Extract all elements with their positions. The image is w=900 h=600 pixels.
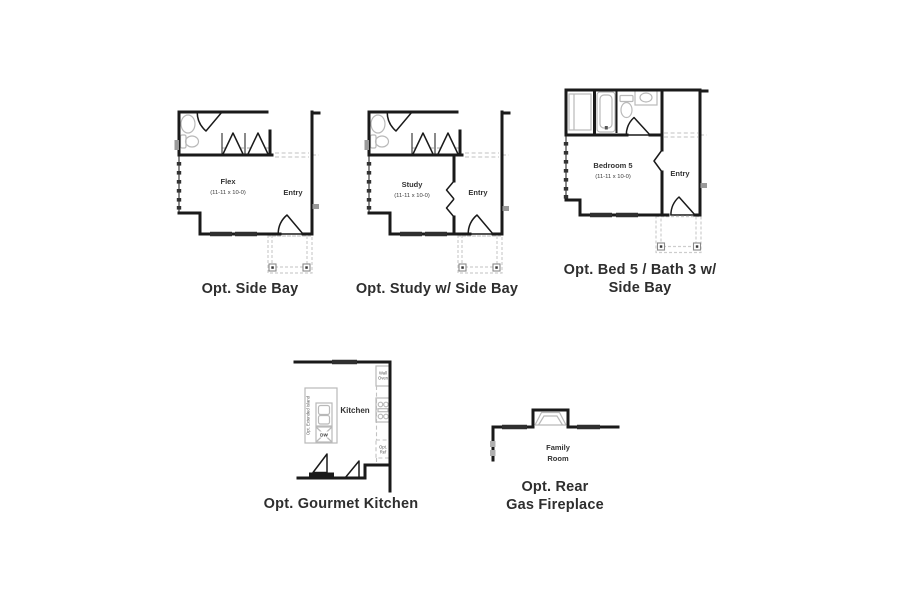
room-label: Study [402,180,424,189]
sink-fixture [180,114,196,134]
caption-opt-side-bay: Opt. Side Bay [201,281,299,297]
toilet-bowl [374,135,390,148]
exterior-walls [564,88,709,217]
dishwasher-label: DW [320,433,328,438]
opt-ref-label: Opt. [379,445,387,450]
floorplan-opt-side-bay: Flex (11-11 x 10-0) Entry [174,110,321,274]
bathtub-inner [599,94,613,129]
floorplan-opt-bed5-bath3: Bedroom 5 (11-11 x 10-0) Entry [563,88,709,254]
exterior-walls [367,110,511,236]
bay-window-mullions [176,162,182,210]
bathtub-fixture [596,91,616,133]
exterior-walls [177,110,321,236]
opt-ref-label: Ref [380,450,387,455]
porch [267,235,313,274]
front-door-swing [277,214,304,235]
dishwasher [315,426,333,443]
floorplan-opt-gourmet-kitchen: Wall Oven Opt. Ref Opt. Extended Island … [293,359,392,493]
floorplan-opt-rear-gas-fireplace: Family Room [490,408,620,463]
caption-line: Gas Fireplace [506,497,604,513]
room-label: Flex [220,177,236,186]
fireplace-bumpout [531,408,570,429]
porch [457,235,503,274]
bay-window-mullions [366,162,372,210]
island-label: Opt. Extended Island [306,395,311,435]
caption-opt-study-side-bay: Opt. Study w/ Side Bay [355,281,519,297]
exterior-walls [293,360,392,493]
porch [655,215,702,254]
island-sink [315,402,333,427]
closet-walls [411,133,436,155]
corner-door-swing [344,460,360,479]
entry-label: Entry [283,188,303,197]
fireplace-insert [534,411,567,426]
front-door-swing [670,196,696,216]
porch-posts [458,263,501,272]
closet-bifold-doors [222,132,269,155]
exterior-walls [491,408,620,462]
bay-window-mullions [563,142,569,199]
left-wall-window-tab [174,140,179,150]
pantry-door-swing [312,453,328,474]
porch-posts [656,242,702,251]
toilet-bowl [184,135,200,148]
closet [568,93,592,131]
powder-room-fixtures [369,114,390,149]
caption-opt-gourmet-kitchen: Opt. Gourmet Kitchen [263,496,419,512]
sink-fixture [370,114,386,134]
toilet-bowl [620,101,633,119]
wall-oven-label: Wall [379,371,387,376]
porch-posts [268,263,311,272]
powder-room-fixtures [179,114,200,149]
bedroom-door-swing [625,116,651,136]
bathtub-drain [604,126,608,130]
right-wall-tab [700,183,707,188]
powder-room-door-swing [386,111,413,132]
closet-bifold-doors [412,132,459,155]
entry-label: Entry [468,188,488,197]
dimensions-label: (11-11 x 10-0) [210,190,246,196]
room-label: Kitchen [340,406,369,415]
room-label: Bedroom 5 [593,161,632,170]
vanity-sink [639,92,653,103]
closet-walls [221,133,246,155]
french-doors [445,180,455,218]
toilet-tank [619,94,634,103]
caption-line: Opt. Bed 5 / Bath 3 w/ [563,262,717,278]
vanity-counter [634,89,658,106]
dimensions-label: (11-11 x 10-0) [595,174,631,180]
entry-door-leaf [653,149,663,173]
right-wall-tab [502,206,509,211]
cooktop-burners [375,397,391,423]
wall-oven-label: Oven [378,376,389,381]
kitchen-island [304,387,338,444]
left-wall-window-tab [364,140,369,150]
dimensions-label: (11-11 x 10-0) [394,193,430,199]
caption-opt-rear-gas-fireplace: Opt. Rear Gas Fireplace [475,478,635,514]
caption-line: Side Bay [608,280,672,296]
caption-opt-bed5-bath3: Opt. Bed 5 / Bath 3 w/ Side Bay [540,261,740,297]
right-wall-tab [312,204,319,209]
floorplan-opt-study-side-bay: Study (11-11 x 10-0) Entry [364,110,511,274]
room-label: Room [547,454,569,463]
powder-room-door-swing [196,111,223,132]
room-label: Family [546,443,571,452]
entry-label: Entry [670,169,690,178]
pantry-door-base [309,472,334,478]
left-wall-window-tab [490,450,496,456]
front-door-swing [467,214,494,235]
caption-line: Opt. Rear [521,479,589,495]
left-wall-window-tab [490,441,496,447]
bathroom-fixtures [568,89,658,133]
